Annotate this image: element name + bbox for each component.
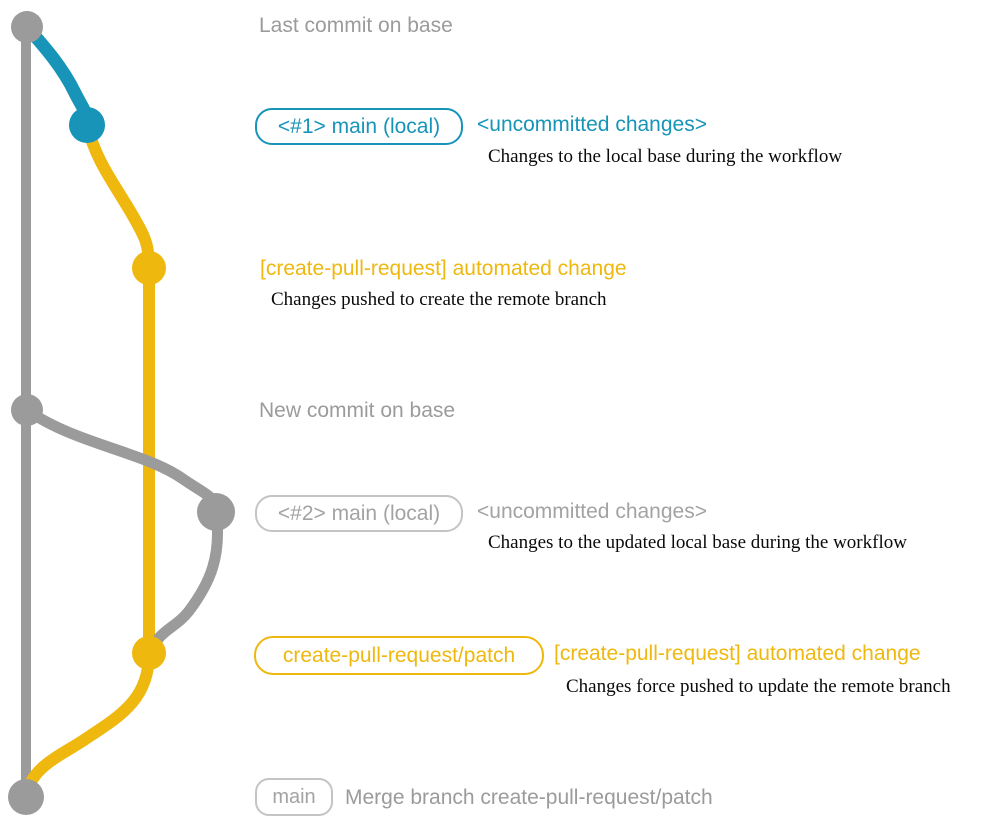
main-local-1-badge: <#1> main (local) [255, 108, 463, 145]
patch-branch-line [20, 119, 155, 803]
commit-dot-main-local-1 [69, 107, 105, 143]
patch-branch-badge-label: create-pull-request/patch [282, 643, 516, 667]
main-local-2-badge: <#2> main (local) [255, 495, 463, 532]
main-local-1-badge-label: <#1> main (local) [277, 114, 441, 138]
patch-2-description: Changes force pushed to update the remot… [566, 676, 951, 697]
main-branch-badge: main [255, 778, 333, 816]
commit-dot-patch-2 [132, 636, 166, 670]
commit-dot-base-last [11, 11, 43, 43]
commit-dot-merge [8, 779, 44, 815]
main-local-2-to-patch-line [145, 506, 224, 659]
commit-graph [8, 11, 235, 815]
main-local-2-badge-label: <#2> main (local) [277, 501, 441, 525]
main-local-1-description: Changes to the local base during the wor… [488, 146, 843, 167]
commit-dot-patch-1 [132, 251, 166, 285]
main-local-1-title: <uncommitted changes> [477, 113, 707, 136]
main-local-2-description: Changes to the updated local base during… [488, 532, 907, 553]
merge-commit-label: Merge branch create-pull-request/patch [345, 786, 713, 809]
patch-branch-badge: create-pull-request/patch [254, 636, 544, 675]
base-to-main-local-2-line [21, 404, 222, 518]
patch-2-title: [create-pull-request] automated change [554, 642, 921, 665]
main-local-2-title: <uncommitted changes> [477, 500, 707, 523]
patch-1-title: [create-pull-request] automated change [260, 257, 627, 280]
commit-dot-base-new [11, 394, 43, 426]
last-commit-label: Last commit on base [259, 14, 453, 37]
main-branch-badge-label: main [272, 785, 316, 808]
new-commit-label: New commit on base [259, 399, 456, 422]
commit-dot-main-local-2 [197, 493, 235, 531]
patch-1-description: Changes pushed to create the remote bran… [271, 289, 607, 310]
